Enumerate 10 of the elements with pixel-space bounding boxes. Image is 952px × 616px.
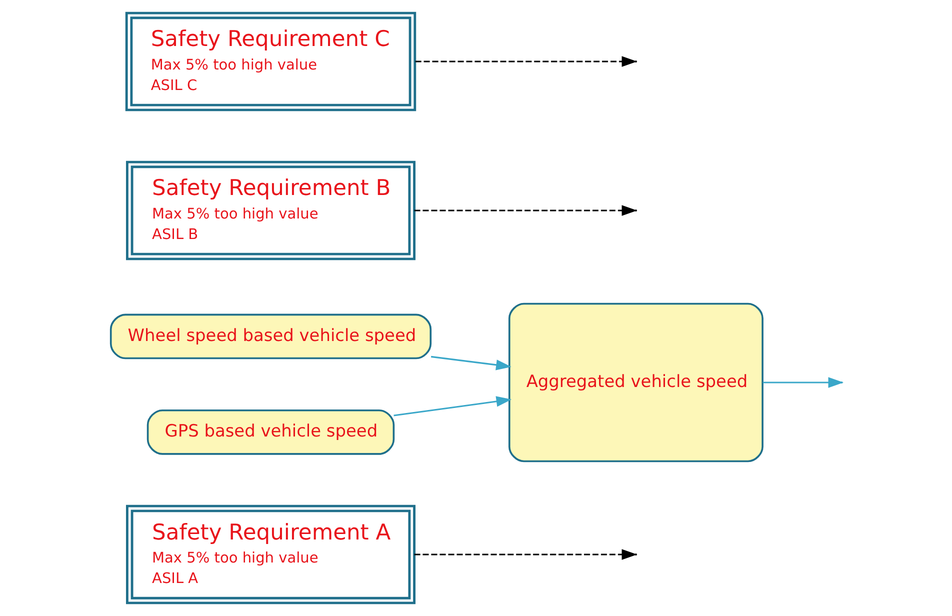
arrow (414, 205, 637, 216)
arrow (414, 56, 637, 67)
node-box: Safety Requirement B Max 5% too high value ASIL B (125, 160, 415, 260)
node-box: Safety Requirement A Max 5% too high value ASIL A (125, 504, 415, 604)
node-box: Wheel speed based vehicle speed (109, 314, 432, 360)
arrow (393, 396, 512, 416)
node-box: Aggregated vehicle speed (508, 302, 763, 462)
arrow (430, 356, 511, 370)
node-box: Safety Requirement C Max 5% too high value ASIL C (124, 12, 416, 112)
node-box: GPS based vehicle speed (146, 409, 394, 455)
